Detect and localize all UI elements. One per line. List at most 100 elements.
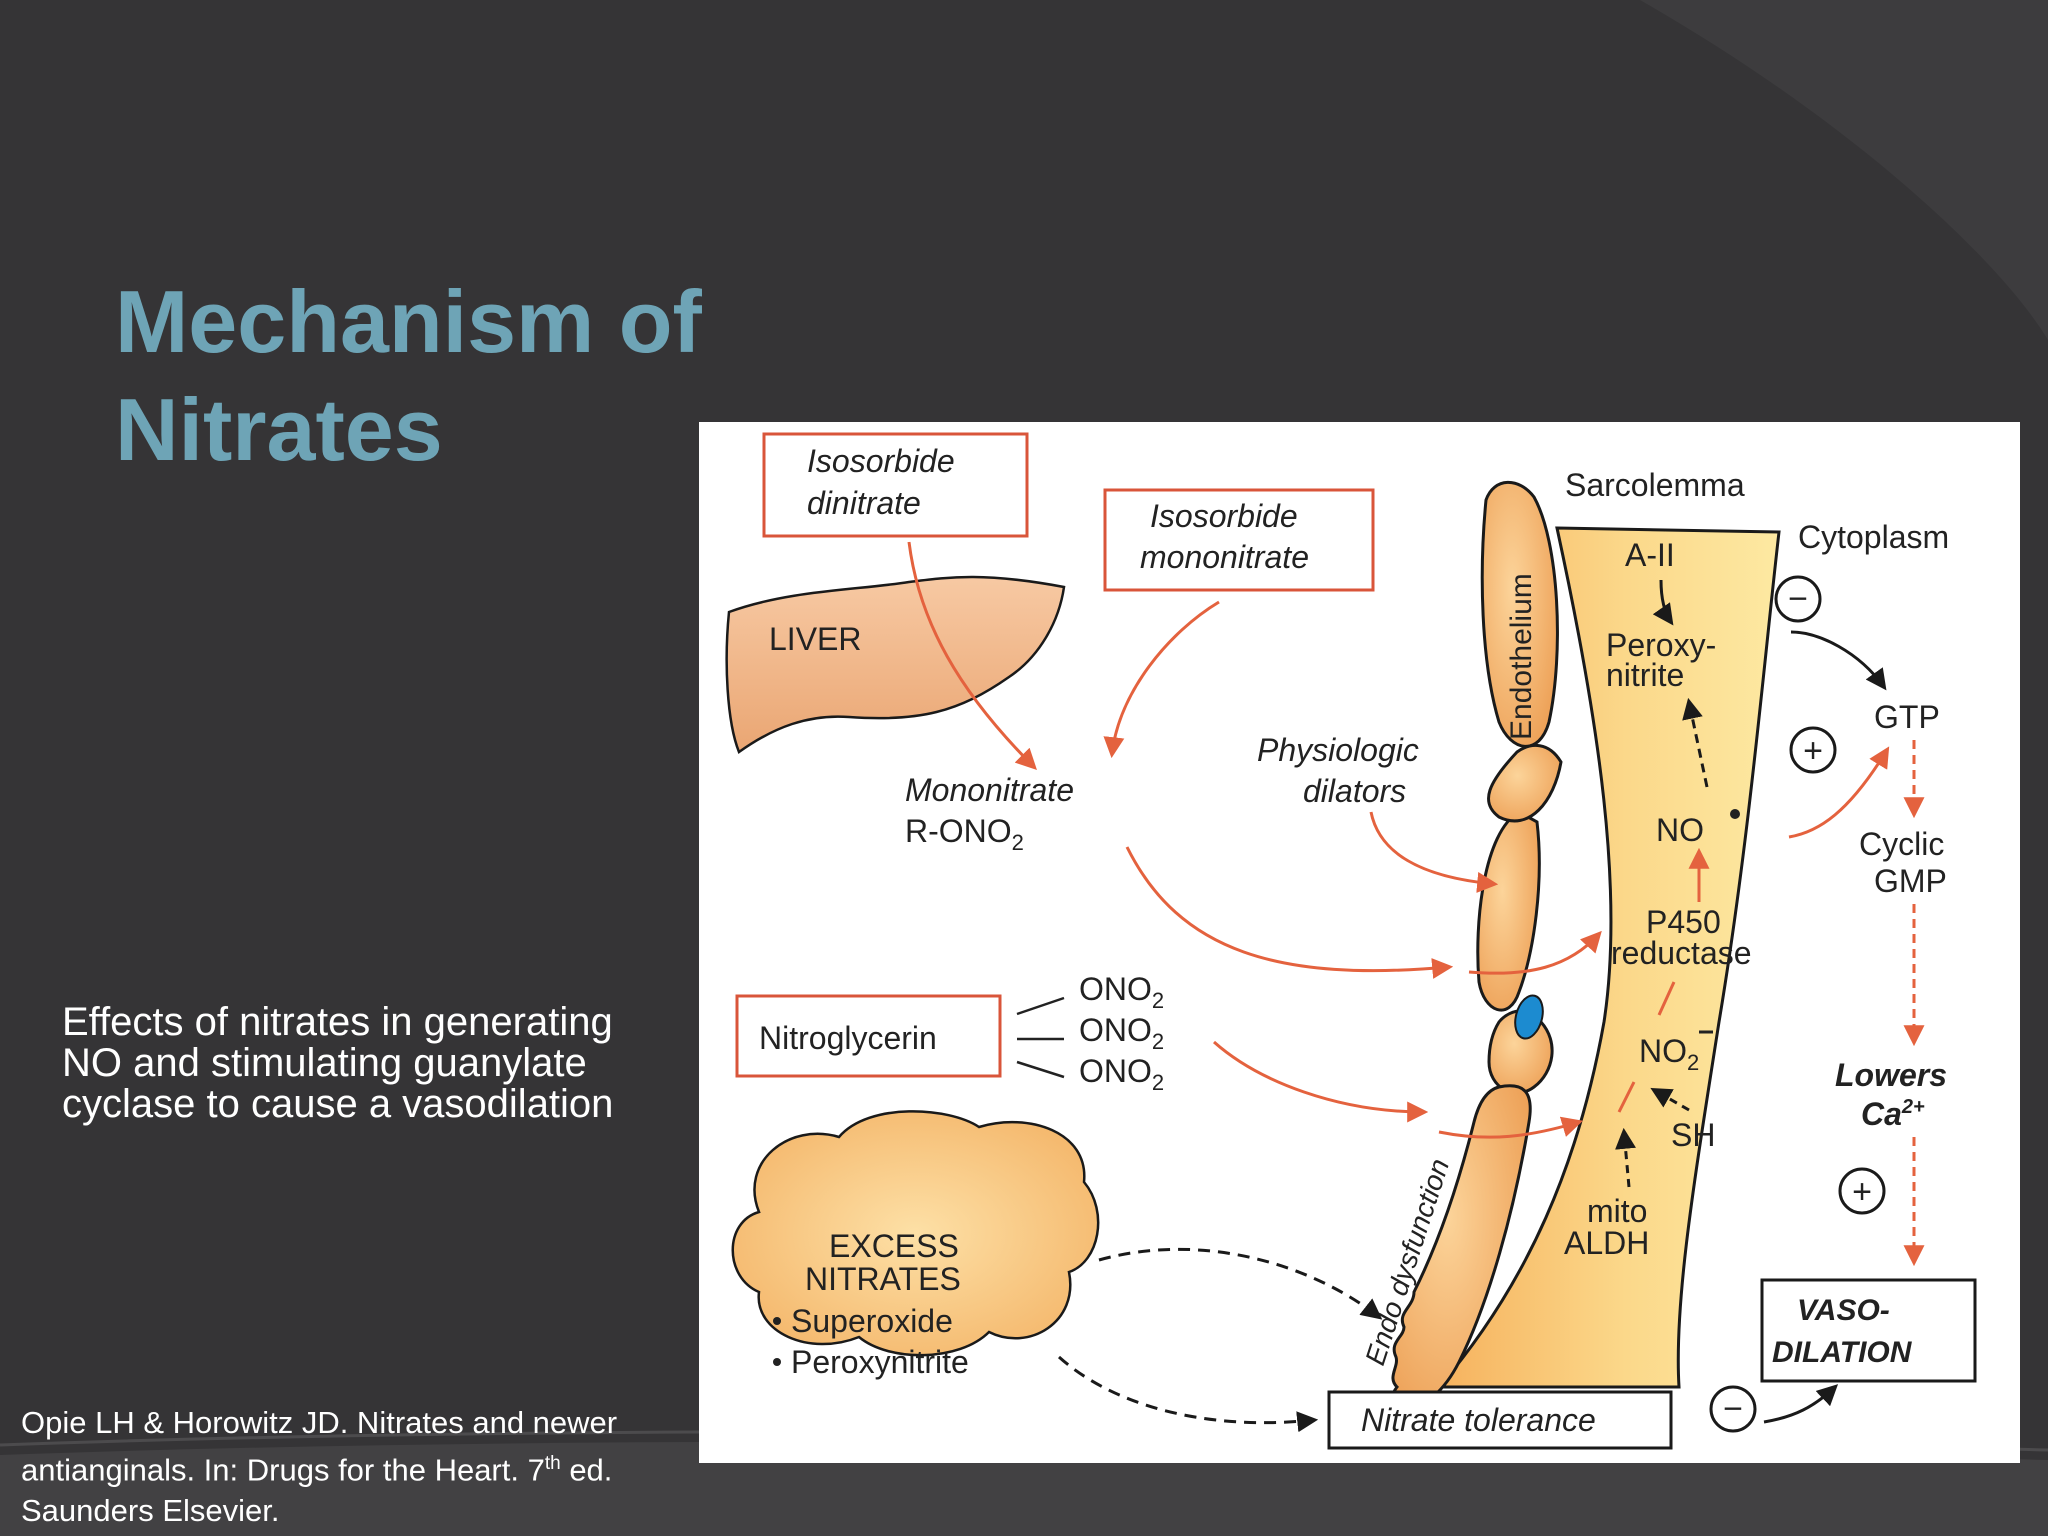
vasodilation-box <box>1760 1278 1977 1383</box>
nitrate-mechanism-diagram: LIVER Isosorbide dinitrate Isosorbide mo… <box>699 422 2020 1463</box>
minus-circle-tolerance <box>1709 1385 1757 1433</box>
nitroglycerin-box <box>735 994 1002 1078</box>
endothelial-nucleus <box>1514 994 1544 1040</box>
reference-citation: Opie LH & Horowitz JD. Nitrates and newe… <box>21 1402 621 1531</box>
peroxynitrite-label-1: Peroxy- <box>1606 627 1716 663</box>
endothelium-label: Endothelium <box>1505 573 1538 740</box>
isosorbide-dinitrate-box <box>762 432 1029 538</box>
cyclic-label: Cyclic <box>1859 826 1944 862</box>
peroxynitrite-bullet <box>773 1358 781 1366</box>
gmp-label: GMP <box>1874 863 1947 899</box>
arrow-aii-to-peroxynitrite <box>1652 579 1674 626</box>
reference-text-1: Opie LH & Horowitz JD. Nitrates and newe… <box>21 1405 618 1488</box>
arrow-dinitrate-to-mononitrate <box>907 541 1037 770</box>
p450-label: P450 <box>1646 904 1721 940</box>
peroxynitrite-label-2: nitrite <box>1606 657 1684 693</box>
arrow-ismn-to-mononitrate <box>1103 600 1220 759</box>
reference-sup: th <box>544 1453 561 1474</box>
isosorbide-dinitrate-label-2: dinitrate <box>807 485 921 521</box>
ca-label: Ca2+ <box>1861 1096 1925 1132</box>
arrow-no-to-gtp <box>1788 746 1890 839</box>
minus-sign-cytoplasm: − <box>1788 580 1808 618</box>
vasodilation-label-2: DILATION <box>1772 1336 1913 1369</box>
no2-minus-label: NO2 <box>1639 1033 1699 1075</box>
lowers-label: Lowers <box>1835 1057 1947 1093</box>
aldh-label: ALDH <box>1564 1225 1649 1261</box>
sarcolemma-label: Sarcolemma <box>1565 467 1745 503</box>
excess-nitrates-label-1: EXCESS <box>829 1228 959 1264</box>
r-ono2-label: R-ONO2 <box>905 813 1024 855</box>
ono2-sub-3: 2 <box>1152 1070 1164 1095</box>
line-aldh-to-no2 <box>1617 1081 1636 1113</box>
ono2-label-3: ONO2 <box>1079 1053 1164 1095</box>
mito-label: mito <box>1587 1193 1647 1229</box>
superoxide-bullet <box>773 1317 781 1325</box>
excess-nitrates-label-2: NITRATES <box>805 1261 961 1297</box>
r-ono2-text: R-ONO <box>905 813 1012 849</box>
gtp-label: GTP <box>1874 699 1940 735</box>
physiologic-dilators-label-2: dilators <box>1303 773 1406 809</box>
no-radical-dot <box>1730 809 1740 819</box>
ono2-text-2: ONO <box>1079 1012 1152 1048</box>
sh-label: SH <box>1671 1117 1715 1153</box>
cytoplasm-label: Cytoplasm <box>1798 519 1949 555</box>
isosorbide-mononitrate-label-1: Isosorbide <box>1150 498 1298 534</box>
physiologic-dilators-label-1: Physiologic <box>1257 732 1419 768</box>
a-ii-label: A-II <box>1625 537 1675 573</box>
plus-sign-calcium: + <box>1852 1173 1872 1211</box>
arrow-cytoplasm-to-gtp <box>1790 630 1887 691</box>
ono2-sub-2: 2 <box>1152 1029 1164 1054</box>
no2-sub: 2 <box>1687 1050 1699 1075</box>
ono2-text-3: ONO <box>1079 1053 1152 1089</box>
nitrate-tolerance-label: Nitrate tolerance <box>1361 1402 1596 1438</box>
no-radical-label: NO <box>1656 812 1704 848</box>
arrow-excess-to-endo <box>1098 1247 1383 1320</box>
endothelial-cell-3 <box>1487 743 1563 823</box>
liver-label: LIVER <box>769 621 861 657</box>
ca-charge: 2+ <box>1901 1096 1925 1118</box>
vasodilation-label-1: VASO- <box>1797 1294 1890 1327</box>
plus-sign-gtp: + <box>1803 732 1823 770</box>
minus-circle-cytoplasm <box>1774 575 1822 623</box>
diagram-caption: Effects of nitrates in generating NO and… <box>62 1000 614 1126</box>
plus-circle-calcium <box>1838 1167 1886 1215</box>
reference-text-2: ed. Saunders Elsevier. <box>21 1452 613 1529</box>
ca-text: Ca <box>1861 1096 1902 1132</box>
endothelial-cell-1 <box>1480 480 1559 748</box>
arrow-nitroglycerin-to-no2 <box>1438 1116 1584 1139</box>
plus-circle-gtp <box>1789 726 1837 774</box>
nitro-bond-1 <box>1016 996 1065 1016</box>
nitroglycerin-label: Nitroglycerin <box>759 1020 937 1056</box>
arrow-sh-to-no2 <box>1650 1087 1690 1112</box>
title-line-2: Nitrates <box>115 380 443 479</box>
arrow-mononitrate-to-cell <box>1125 846 1454 979</box>
nitrate-tolerance-box <box>1327 1390 1673 1450</box>
title-line-1: Mechanism of <box>115 272 702 371</box>
arrow-mononitrate-to-reductase <box>1468 930 1602 975</box>
endothelial-cell-dysfunction <box>1390 1084 1532 1414</box>
arrow-physiologic-to-endothelium <box>1369 811 1499 893</box>
ono2-label-1: ONO2 <box>1079 971 1164 1013</box>
r-ono2-subscript: 2 <box>1012 830 1024 855</box>
excess-nitrates-cloud <box>731 1110 1100 1357</box>
isosorbide-mononitrate-box <box>1103 488 1375 592</box>
nitro-bond-3 <box>1016 1060 1065 1079</box>
line-no2-to-reductase <box>1657 981 1676 1016</box>
ono2-label-2: ONO2 <box>1079 1012 1164 1054</box>
superoxide-label: Superoxide <box>791 1303 953 1339</box>
arrow-nitroglycerin-to-cell <box>1213 1040 1429 1123</box>
reductase-label: reductase <box>1611 935 1752 971</box>
minus-sign-tolerance: − <box>1723 1390 1743 1428</box>
no2-text: NO <box>1639 1033 1687 1069</box>
mononitrate-label: Mononitrate <box>905 772 1074 808</box>
isosorbide-dinitrate-label-1: Isosorbide <box>807 443 955 479</box>
ono2-sub-1: 2 <box>1152 988 1164 1013</box>
peroxynitrite-bullet-label: Peroxynitrite <box>791 1344 969 1380</box>
liver-shape <box>725 575 1066 754</box>
isosorbide-mononitrate-label-2: mononitrate <box>1140 539 1309 575</box>
slide-title: Mechanism of Nitrates <box>115 268 702 484</box>
arrow-aldh-to-no2 <box>1615 1127 1636 1188</box>
arrow-excess-to-tolerance <box>1057 1355 1319 1433</box>
smooth-muscle-cell <box>1435 526 1781 1389</box>
arrow-tolerance-to-vasodilation <box>1763 1384 1839 1424</box>
